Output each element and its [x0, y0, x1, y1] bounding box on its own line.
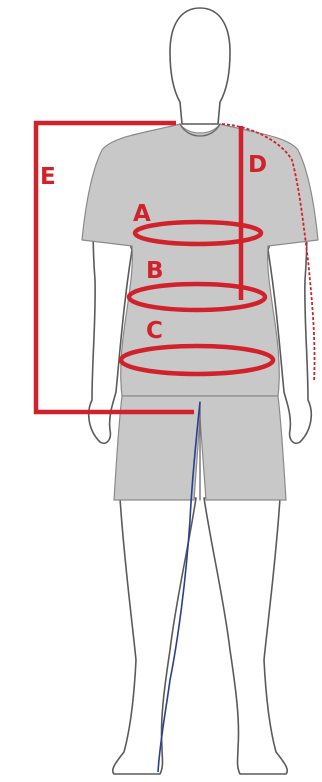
label-e: E [40, 164, 56, 190]
right-leg [204, 498, 287, 774]
head [170, 8, 230, 124]
label-c: C [146, 318, 163, 344]
label-b: B [146, 258, 164, 284]
label-d: D [248, 152, 267, 178]
left-leg [113, 498, 196, 774]
label-a: A [133, 201, 151, 227]
